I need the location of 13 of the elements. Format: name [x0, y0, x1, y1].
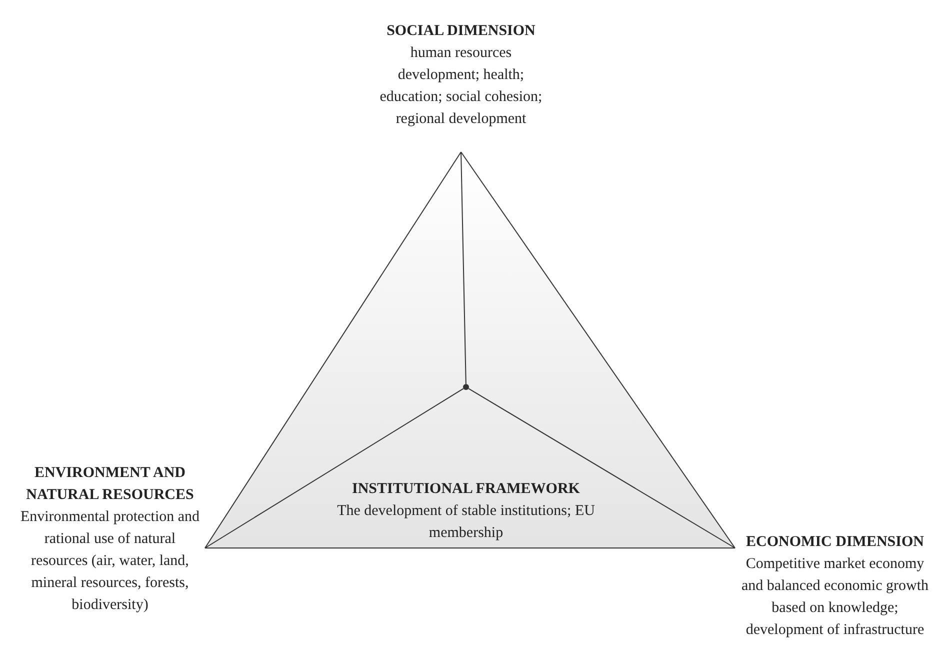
heading: ENVIRONMENT AND NATURAL RESOURCES	[25, 464, 195, 505]
description: Competitive market economy and balanced economic growth based on knowledge; development of infrastructure	[740, 555, 930, 640]
heading: INSTITUTIONAL FRAMEWORK	[351, 480, 581, 499]
connector-line	[204, 388, 464, 548]
description: human resources development; health; education; social cohesion; regional development	[378, 44, 544, 129]
connector-line	[460, 152, 736, 548]
connector-line	[468, 388, 736, 548]
connector-line	[204, 152, 462, 548]
connector-line	[460, 152, 466, 384]
heading: ECONOMIC DIMENSION	[745, 533, 925, 552]
description: The development of stable institutions; EU membership	[336, 502, 596, 543]
heading: SOCIAL DIMENSION	[386, 22, 536, 41]
description: Environmental protection and rational use of natural resources (air, water, land, mineral resources, forests, biodiversity)	[19, 508, 201, 615]
